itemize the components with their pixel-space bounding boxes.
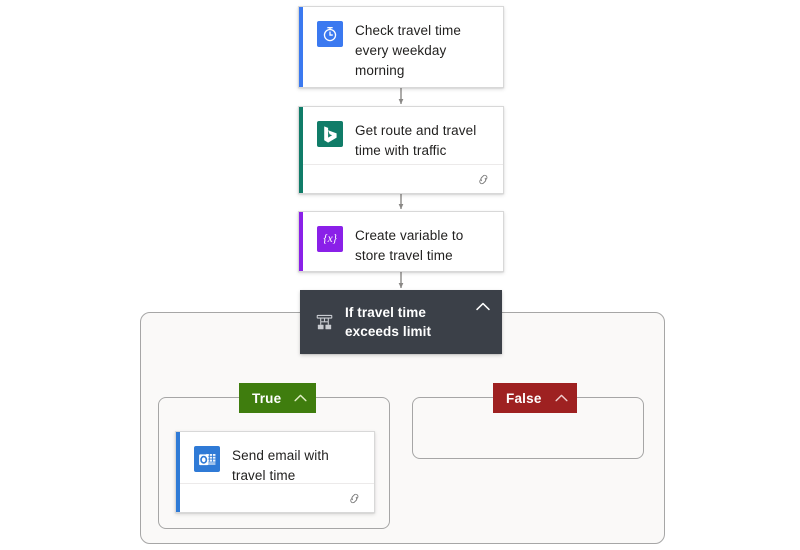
variable-braces-glyph: {x} bbox=[323, 233, 337, 245]
bing-icon bbox=[317, 121, 343, 147]
chevron-up-icon[interactable] bbox=[294, 394, 307, 402]
branch-true-label: True bbox=[252, 390, 282, 406]
send-email-card[interactable]: Send email with travel time bbox=[175, 431, 375, 513]
chevron-up-icon[interactable] bbox=[470, 302, 496, 311]
branch-false-label: False bbox=[506, 390, 542, 406]
card-footer bbox=[303, 164, 503, 193]
card-title: Send email with travel time bbox=[232, 448, 329, 483]
card-footer bbox=[180, 483, 374, 512]
card-accent-bar bbox=[176, 432, 180, 512]
card-accent-bar bbox=[299, 212, 303, 271]
recurrence-trigger-card[interactable]: Check travel time every weekday morning bbox=[298, 6, 504, 88]
link-chain-icon[interactable] bbox=[347, 491, 362, 506]
card-title: Check travel time every weekday morning bbox=[355, 23, 461, 78]
link-chain-icon[interactable] bbox=[476, 172, 491, 187]
condition-branch-icon bbox=[312, 310, 336, 334]
outlook-icon bbox=[194, 446, 220, 472]
card-title: Create variable to store travel time bbox=[355, 228, 464, 263]
branch-true-pill[interactable]: True bbox=[239, 383, 317, 413]
variable-braces-icon: {x} bbox=[317, 226, 343, 252]
card-accent-bar bbox=[299, 7, 303, 87]
card-accent-bar bbox=[299, 107, 303, 193]
initialize-variable-card[interactable]: {x} Create variable to store travel time bbox=[298, 211, 504, 272]
chevron-up-icon[interactable] bbox=[554, 394, 568, 402]
bing-maps-route-card[interactable]: Get route and travel time with traffic bbox=[298, 106, 504, 194]
clock-timer-icon bbox=[317, 21, 343, 47]
condition-card[interactable]: If travel time exceeds limit bbox=[300, 290, 502, 354]
condition-title: If travel time exceeds limit bbox=[345, 305, 432, 339]
branch-false-pill[interactable]: False bbox=[493, 383, 577, 413]
card-title: Get route and travel time with traffic bbox=[355, 123, 477, 158]
